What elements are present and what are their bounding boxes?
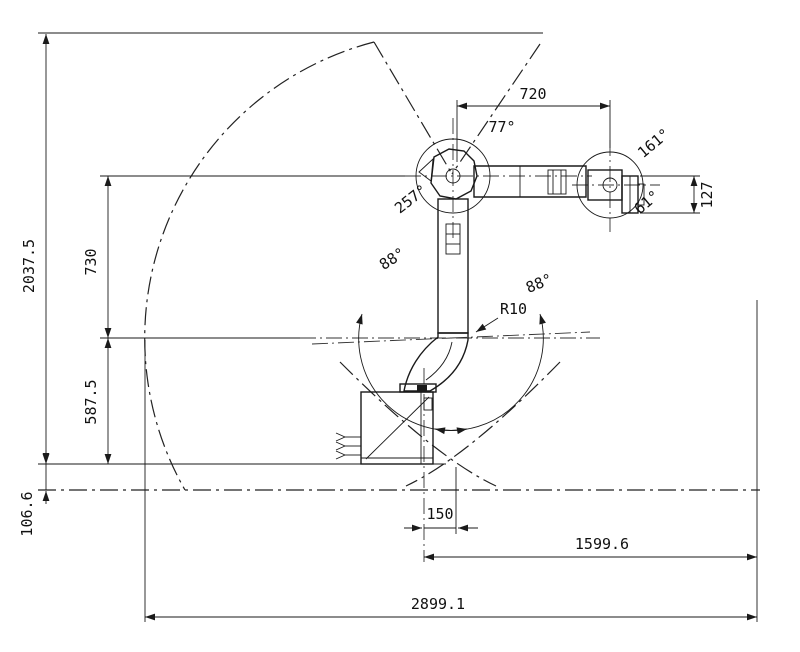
envelope-left-arc xyxy=(144,41,375,491)
dim-label-total-height: 2037.5 xyxy=(20,239,38,293)
work-envelope xyxy=(38,41,760,491)
envelope-cusp-left-line xyxy=(373,41,453,175)
angle-label-88-left: 88° xyxy=(376,244,409,274)
dim-label-720: 720 xyxy=(519,85,546,103)
dim-label-127: 127 xyxy=(698,181,716,208)
dim-label-730: 730 xyxy=(82,248,100,275)
base-diagonal-line xyxy=(365,396,430,460)
base-cable-connectors xyxy=(335,432,361,460)
base-mount-block xyxy=(417,385,427,392)
envelope-cusp-right-line xyxy=(451,43,541,175)
angle-label-257: 257° xyxy=(391,181,431,217)
dimensions xyxy=(38,32,758,622)
dim-label-1599: 1599.6 xyxy=(575,535,629,553)
radius-label-r10: R10 xyxy=(500,300,527,318)
angle-label-161: 161° xyxy=(634,125,673,162)
upper-arm-link xyxy=(473,165,587,198)
angle-label-77: 77° xyxy=(488,118,515,136)
dim-label-106: 106.6 xyxy=(18,491,36,536)
wrist-rotation-circle xyxy=(576,151,644,219)
wrist-axis-hub xyxy=(602,177,618,193)
dim-label-2899: 2899.1 xyxy=(411,595,465,613)
angle-label-88-right: 88° xyxy=(523,270,555,297)
dimension-labels: 2037.5 730 587.5 106.6 720 127 150 1599.… xyxy=(18,85,716,613)
dim-label-587: 587.5 xyxy=(82,379,100,424)
radius-leader-line xyxy=(475,317,499,333)
tool-flange-plate xyxy=(637,183,645,206)
inner-boundary-arc-right xyxy=(405,361,561,487)
vertical-arm-link xyxy=(437,198,469,334)
dim-label-150: 150 xyxy=(426,505,453,523)
robot-arm xyxy=(335,138,645,465)
base-inner-detail xyxy=(423,397,433,411)
elbow-link xyxy=(403,332,469,392)
shoulder-axis-hub xyxy=(445,168,461,184)
center-lines xyxy=(300,118,660,562)
elbow-tilt-line-right xyxy=(450,331,591,339)
angle-arcs xyxy=(356,313,546,435)
elbow-angle-arc-right xyxy=(434,313,546,435)
shoulder-housing xyxy=(430,148,478,200)
elbow-link-inner-arc xyxy=(425,341,453,381)
shoulder-housing-wedge xyxy=(418,157,434,182)
shoulder-rotation-circle xyxy=(415,138,491,214)
arm-detail-panel xyxy=(445,223,461,255)
forearm-detail xyxy=(547,169,567,195)
